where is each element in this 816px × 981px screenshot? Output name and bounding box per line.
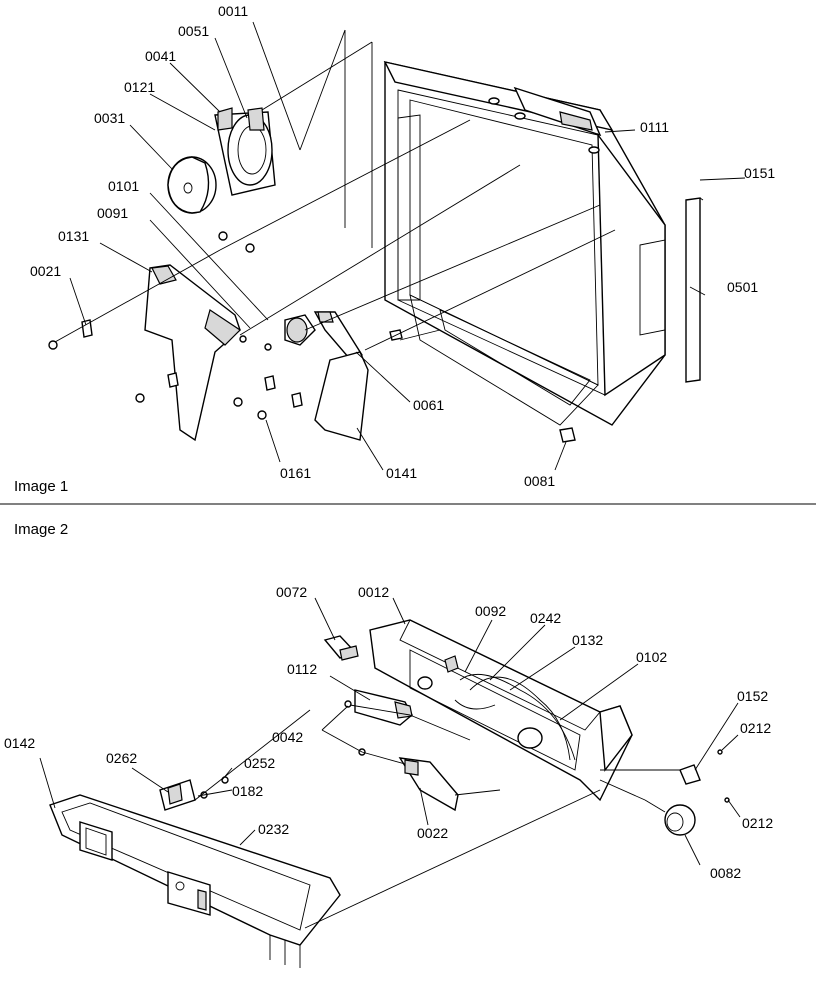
label-0082: 0082: [710, 865, 741, 881]
label-0121: 0121: [124, 79, 155, 95]
leader-lines-image2: [39, 597, 741, 929]
label-0131: 0131: [58, 228, 89, 244]
image2-diagram: 0072 0012 0092 0242 0132 0102 0112 0152 …: [4, 521, 773, 968]
label-0041: 0041: [145, 48, 176, 64]
label-0022: 0022: [417, 825, 448, 841]
part-0112-switch: [354, 689, 413, 726]
label-0051: 0051: [178, 23, 209, 39]
label-0141: 0141: [386, 465, 417, 481]
part-0151-strip: [685, 197, 704, 383]
part-0121-bracket: [214, 107, 276, 196]
label-0021: 0021: [30, 263, 61, 279]
label-0132: 0132: [572, 632, 603, 648]
part-0072-switch: [323, 635, 359, 661]
label-0012: 0012: [358, 584, 389, 600]
label-0102: 0102: [636, 649, 667, 665]
label-0112: 0112: [287, 661, 317, 677]
part-0262-bracket: [159, 779, 196, 811]
image1-diagram: 0011 0051 0041 0121 0031 0101 0091 0131 …: [14, 3, 775, 495]
part-0082-motor: [664, 804, 696, 836]
part-0141-duct: [314, 351, 369, 441]
label-0232: 0232: [258, 821, 289, 837]
label-0501: 0501: [727, 279, 758, 295]
label-0242: 0242: [530, 610, 561, 626]
label-0092: 0092: [475, 603, 506, 619]
label-0212-bottom: 0212: [742, 815, 773, 831]
part-0081-clip: [389, 329, 576, 443]
part-0012-housing: [369, 619, 633, 802]
part-0101-motor: [284, 314, 316, 346]
label-0101: 0101: [108, 178, 139, 194]
label-0151: 0151: [744, 165, 775, 181]
label-0011: 0011: [218, 3, 248, 19]
part-0061-damper: [313, 311, 363, 367]
part-0152-bracket: [679, 764, 701, 785]
label-0111: 0111: [640, 119, 669, 135]
label-0091: 0091: [97, 205, 128, 221]
label-0212-top: 0212: [740, 720, 771, 736]
label-0252: 0252: [244, 755, 275, 771]
label-0072: 0072: [276, 584, 307, 600]
label-0042: 0042: [272, 729, 303, 745]
part-0031-fan: [167, 156, 217, 214]
label-0161: 0161: [280, 465, 311, 481]
label-0031: 0031: [94, 110, 125, 126]
part-0022-switch: [398, 757, 459, 812]
caption-image1: Image 1: [14, 478, 68, 495]
screws-image2: [200, 700, 730, 803]
part-0131-housing: [144, 264, 241, 442]
label-0142: 0142: [4, 735, 35, 751]
screws-bracket: [218, 231, 255, 253]
part-0111-frame: [383, 60, 666, 426]
label-0081: 0081: [524, 473, 555, 489]
caption-image2: Image 2: [14, 521, 68, 538]
label-0262: 0262: [106, 750, 137, 766]
leader-lines-image1: [54, 21, 746, 471]
screws-image1: [48, 319, 303, 420]
label-0182: 0182: [232, 783, 263, 799]
label-0061: 0061: [413, 397, 444, 413]
label-0152: 0152: [737, 688, 768, 704]
part-0142-panel: [49, 794, 341, 968]
